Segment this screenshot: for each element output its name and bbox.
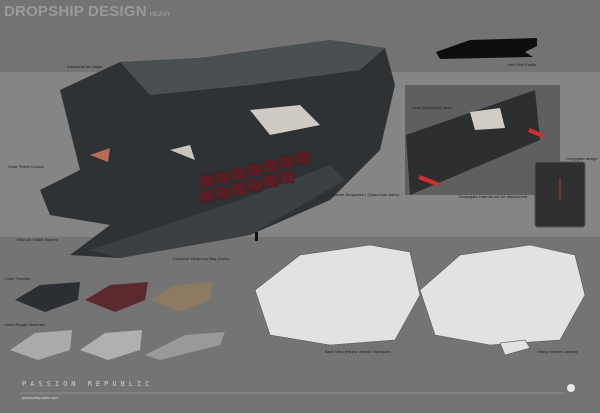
title-text: DROPSHIP DESIGN xyxy=(4,3,147,20)
label-cockpit: Solar Tinted Cockpit xyxy=(8,164,44,169)
droppgate-detail-illustration xyxy=(405,85,586,228)
brand-url: passionrepublic.com xyxy=(22,395,59,400)
label-marine-droppates: Marine Droppates ( 32pax both sides) xyxy=(332,192,399,197)
label-color-thumbs: Color Thumbs xyxy=(5,276,31,281)
left-side-profile-silhouette xyxy=(436,38,537,59)
human-scale-figure xyxy=(255,232,258,241)
title-subtitle: HEAVY xyxy=(149,12,171,18)
label-heavy-landing: Heavy Vehicle Landing xyxy=(537,349,578,354)
label-weaponry-bay: Dropship Weaponry Bay (Guns) xyxy=(173,256,230,261)
label-rough-sketches: Initial Rough Sketches xyxy=(5,322,45,327)
color-thumbnails xyxy=(15,282,213,312)
label-heat-vents: Heat Dispensing Vents xyxy=(412,105,453,110)
back-view-illustrations xyxy=(254,244,586,356)
main-dropship-illustration xyxy=(40,40,395,258)
label-left-side-profile: Left Side Profile xyxy=(508,62,537,67)
label-additional-air-intake: Additional Air Intake xyxy=(67,64,103,69)
label-droppgate-extends: Droppgate extends out for deployment xyxy=(459,194,528,199)
label-droppgate-design: Droppgate design xyxy=(566,156,598,161)
label-back-view: Back View (Heavy Vehicle Transport) xyxy=(325,349,391,354)
brand-logo: PASSION REPUBLIC xyxy=(22,380,154,388)
rough-sketches xyxy=(10,330,225,360)
page-number-badge xyxy=(567,384,575,392)
label-main-air-intake: Main Air Intake System xyxy=(17,237,58,242)
